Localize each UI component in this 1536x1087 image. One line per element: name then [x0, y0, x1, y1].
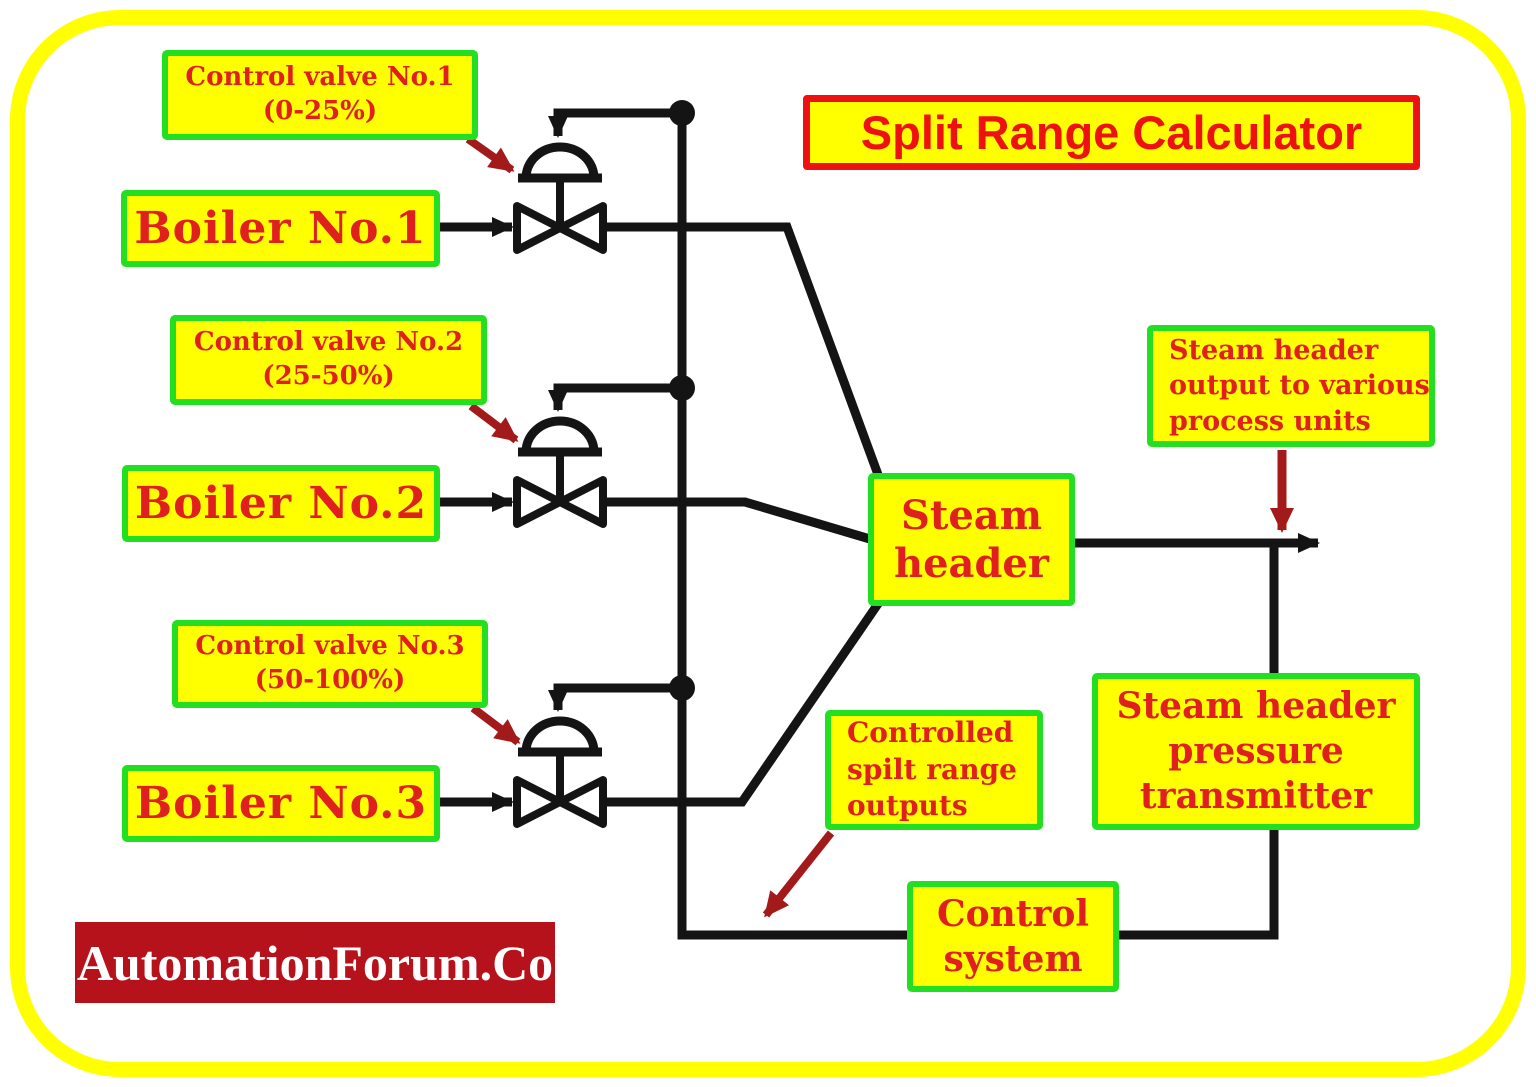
pointer-arrow-valve3: [470, 704, 521, 746]
label-controlled-outputs-line1: Controlled: [847, 715, 1014, 749]
label-boiler-3-text: Boiler No.3: [134, 777, 428, 829]
label-control-valve-1: Control valve No.1 (0-25%): [162, 50, 478, 140]
label-steam-header-output: Steam header output to various process u…: [1147, 325, 1435, 447]
page-title: Split Range Calculator: [803, 95, 1420, 170]
page-title-text: Split Range Calculator: [860, 106, 1363, 159]
label-controlled-outputs: Controlled spilt range outputs: [825, 710, 1043, 830]
label-control-valve-1-line2: (0-25%): [262, 96, 378, 126]
node-steam-header: Steam header: [868, 473, 1075, 606]
node-steam-header-line2: header: [894, 539, 1049, 587]
signal-branch-valve3: [548, 683, 682, 712]
junction-dot-1: [669, 100, 695, 126]
label-control-valve-2-line2: (25-50%): [262, 361, 395, 391]
automationforum-logo-text: AutomationForum.Co: [76, 934, 554, 991]
label-boiler-1-text: Boiler No.1: [134, 202, 427, 254]
pointer-arrow-valve1: [465, 135, 515, 174]
label-control-valve-3-line1: Control valve No.3: [195, 631, 465, 662]
actuator-dome-icon-1: [521, 142, 599, 179]
label-boiler-2: Boiler No.2: [122, 465, 440, 542]
signal-branch-valve2: [548, 383, 682, 412]
automationforum-logo: AutomationForum.Co: [75, 922, 555, 1003]
node-pressure-transmitter: Steam header pressure transmitter: [1092, 673, 1420, 830]
label-control-valve-3-line2: (50-100%): [254, 665, 406, 695]
label-control-valve-2-line1: Control valve No.2: [193, 327, 464, 358]
control-valve-icon-3: [513, 716, 607, 828]
signal-branch-valve1: [548, 108, 682, 138]
node-pressure-transmitter-line2: pressure: [1168, 730, 1344, 772]
actuator-dome-icon-3: [521, 716, 599, 753]
pointer-arrow-valve2: [468, 402, 519, 444]
actuator-dome-icon-2: [521, 416, 599, 453]
control-valve-icon-1: [513, 142, 607, 254]
pointer-arrow-controlled-outputs: [762, 830, 835, 918]
label-control-valve-3: Control valve No.3 (50-100%): [172, 620, 488, 708]
node-control-system: Control system: [907, 881, 1119, 992]
label-boiler-2-text: Boiler No.2: [134, 477, 428, 529]
label-boiler-3: Boiler No.3: [122, 765, 440, 842]
node-pressure-transmitter-line1: Steam header: [1116, 685, 1396, 727]
junction-dot-2: [669, 375, 695, 401]
label-control-valve-2: Control valve No.2 (25-50%): [170, 315, 487, 405]
label-control-valve-1-line1: Control valve No.1: [185, 62, 455, 93]
node-control-system-line1: Control: [936, 892, 1090, 935]
label-steam-header-output-line3: process units: [1169, 405, 1371, 437]
node-pressure-transmitter-line3: transmitter: [1139, 775, 1373, 817]
label-controlled-outputs-line3: outputs: [847, 789, 968, 823]
label-steam-header-output-line2: output to various: [1169, 370, 1430, 402]
node-steam-header-line1: Steam: [900, 491, 1043, 539]
control-valve-icon-2: [513, 416, 607, 528]
node-control-system-line2: system: [943, 937, 1083, 980]
boiler1-pipe-to-header: [602, 222, 885, 482]
junction-dot-3: [669, 675, 695, 701]
label-boiler-1: Boiler No.1: [121, 190, 440, 267]
label-steam-header-output-line1: Steam header: [1169, 334, 1379, 366]
boiler2-pipe-to-header: [602, 497, 882, 547]
boiler3-pipe-to-header: [602, 595, 886, 807]
label-controlled-outputs-line2: spilt range: [847, 752, 1017, 786]
